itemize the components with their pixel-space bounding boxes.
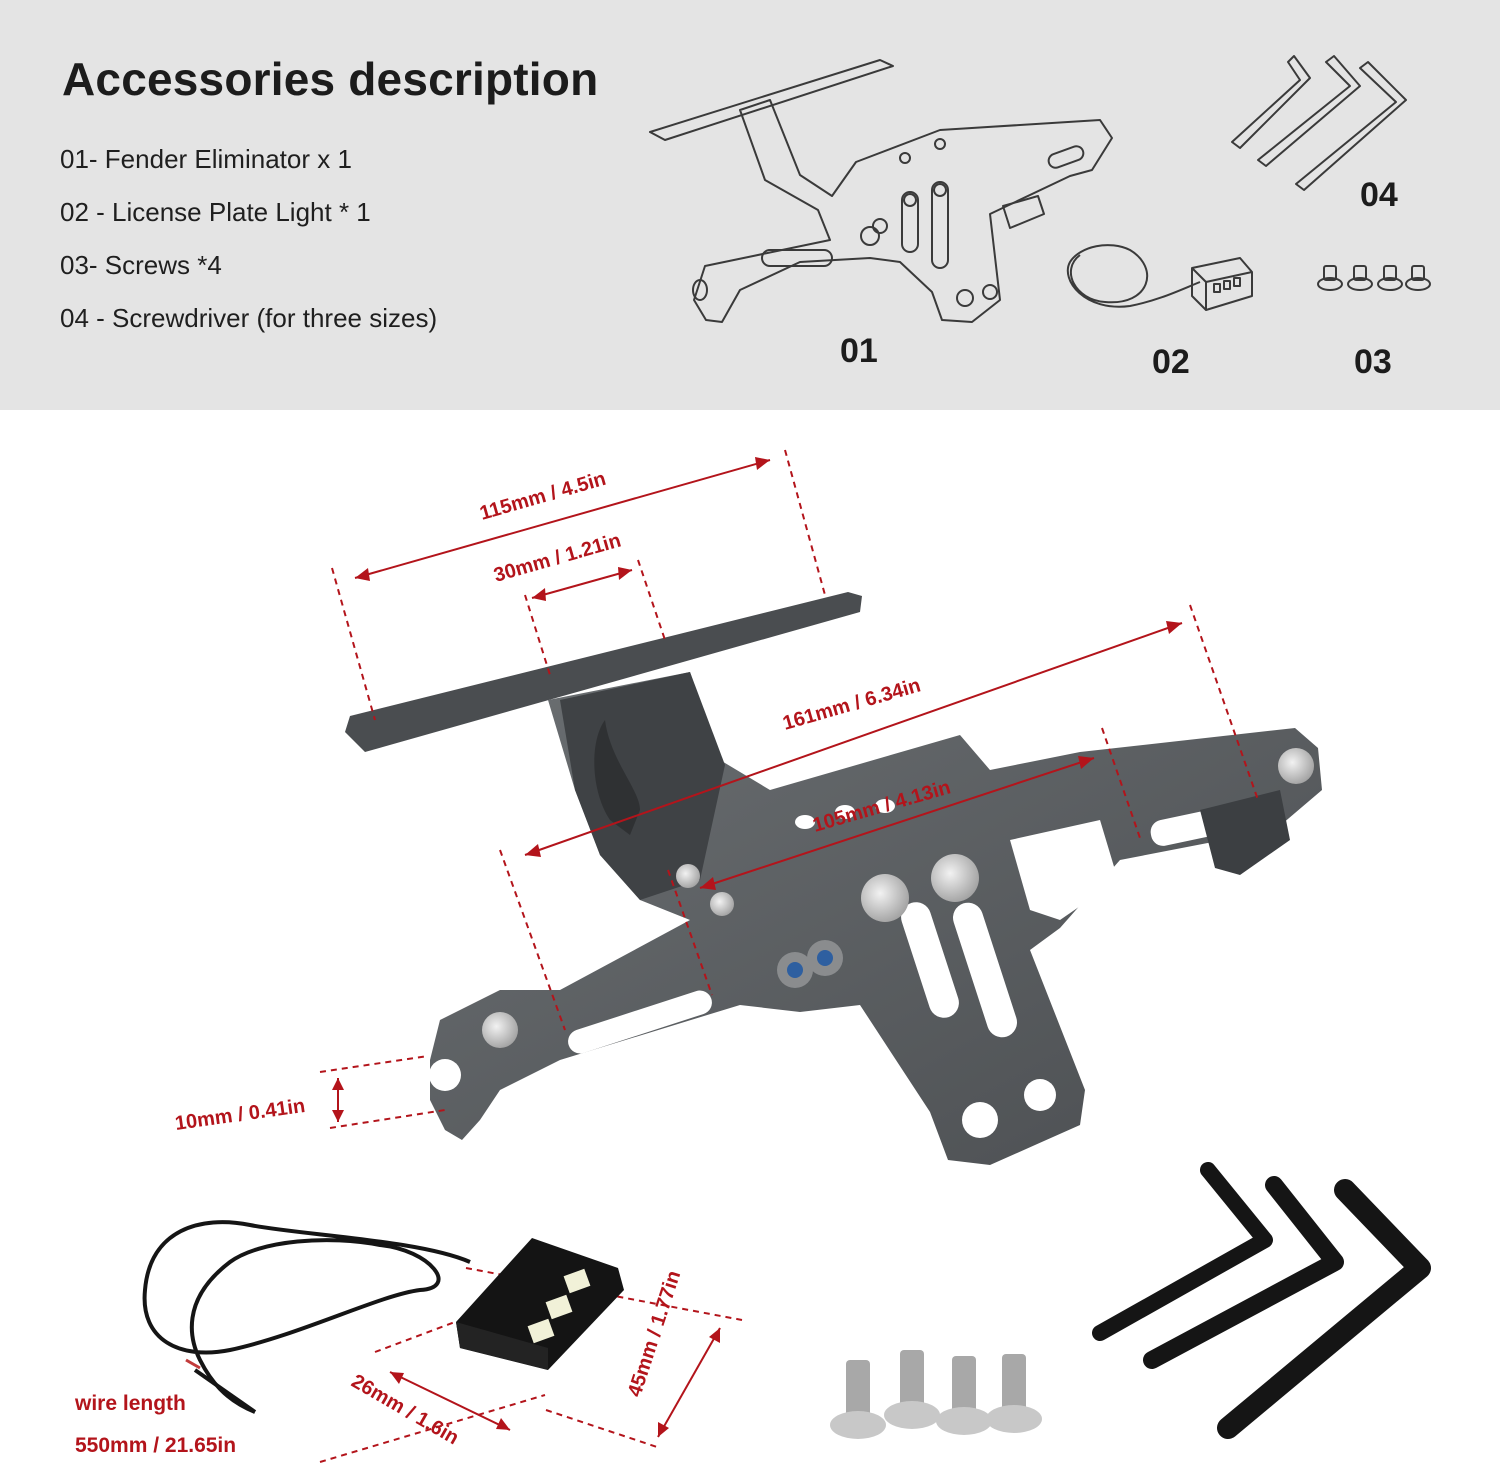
accessory-item-03: 03- Screws *4 xyxy=(60,250,222,280)
screws-outline xyxy=(1317,265,1431,291)
accessory-item-01: 01- Fender Eliminator x 1 xyxy=(60,144,352,174)
accessory-line-drawings xyxy=(649,55,1431,323)
page-title: Accessories description xyxy=(62,53,599,105)
wire-length-label: wire length xyxy=(75,1392,186,1415)
license-light-outline xyxy=(1066,244,1253,311)
part-number-03: 03 xyxy=(1354,343,1392,381)
fender-eliminator-bracket xyxy=(345,592,1322,1165)
accessory-item-02: 02 - License Plate Light * 1 xyxy=(60,197,371,227)
fender-eliminator-outline xyxy=(649,59,1113,323)
dimension-arrowheads xyxy=(332,457,1182,1437)
accessories-panel xyxy=(0,0,1500,410)
license-plate-light xyxy=(142,1220,624,1414)
wire-length-value: 550mm / 21.65in xyxy=(75,1434,237,1457)
dimension-light-height: 45mm / 1.77in xyxy=(624,1268,685,1400)
accessory-item-04: 04 - Screwdriver (for three sizes) xyxy=(60,303,438,333)
dimension-length-main: 161mm / 6.34in xyxy=(780,674,923,734)
hex-keys-photo xyxy=(1092,1162,1431,1439)
hex-keys-outline xyxy=(1231,55,1407,191)
part-number-04: 04 xyxy=(1360,176,1398,214)
part-number-01: 01 xyxy=(840,332,878,370)
screws-photo xyxy=(830,1350,1042,1439)
part-number-02: 02 xyxy=(1152,343,1190,381)
dimension-width-top: 115mm / 4.5in xyxy=(477,468,608,525)
dimension-tab-thickness: 10mm / 0.41in xyxy=(174,1095,307,1135)
